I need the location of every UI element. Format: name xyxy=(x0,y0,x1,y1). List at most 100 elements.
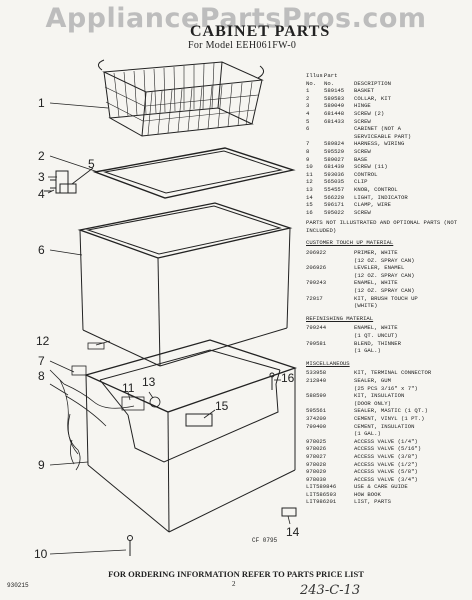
parts-list-header-2: No. No. DESCRIPTION xyxy=(306,80,468,88)
header-part: Part xyxy=(324,72,338,79)
part-description: (12 OZ. SPRAY CAN) xyxy=(354,271,415,279)
part-number: 978028 xyxy=(306,460,327,468)
part-description: CEMENT, VINYL (1 PT.) xyxy=(354,414,425,422)
part-description: (DOOR ONLY) xyxy=(354,399,391,407)
optional-sections: CUSTOMER TOUCH UP MATERIAL 206922 PRIMER, … xyxy=(306,239,468,506)
part-description: USE & CARE GUIDE xyxy=(354,483,408,491)
part-description: KIT, TERMINAL CONNECTOR xyxy=(354,369,432,377)
part-illus-no: 8 xyxy=(306,147,310,155)
part-row: 4 681448 SCREW (2) xyxy=(306,110,468,118)
header-part-no: No. xyxy=(324,79,335,87)
callout-1: 1 xyxy=(38,96,45,110)
part-description: PRIMER, WHITE xyxy=(354,249,398,257)
part-description: BASKET xyxy=(354,87,375,95)
section-row: (1 GAL.) xyxy=(306,430,468,438)
part-illus-no: 3 xyxy=(306,102,310,110)
part-number: 589145 xyxy=(324,87,345,95)
callout-6: 6 xyxy=(38,243,45,257)
not-illustrated-note: PARTS NOT ILLUSTRATED AND OPTIONAL PARTS… xyxy=(306,219,458,234)
part-number: 206926 xyxy=(306,264,327,272)
callout-8: 8 xyxy=(38,369,45,383)
part-description: ACCESS VALVE (1/2") xyxy=(354,460,418,468)
part-number: 206922 xyxy=(306,249,327,257)
part-number: 595529 xyxy=(324,147,345,155)
part-description: BASE xyxy=(354,155,368,163)
callout-3: 3 xyxy=(38,170,45,184)
part-number: LIT986201 xyxy=(306,498,337,506)
part-description: ACCESS VALVE (1/4") xyxy=(354,437,418,445)
part-description: (1 QT. UNCUT) xyxy=(354,332,398,339)
diagram-code: CF 0795 xyxy=(252,537,278,544)
part-number: 978026 xyxy=(306,445,327,453)
screws-drawing xyxy=(44,190,297,556)
part-number xyxy=(306,400,354,408)
part-description: CEMENT, INSULATION xyxy=(354,422,415,430)
callout-11: 11 xyxy=(122,381,135,395)
part-description: ACCESS VALVE (5/16") xyxy=(354,445,422,453)
part-number: 799581 xyxy=(306,339,327,347)
model-subtitle: For Model EEH061FW-0 xyxy=(188,40,297,51)
part-illus-no: 10 xyxy=(306,163,313,171)
section-heading: CUSTOMER TOUCH UP MATERIAL xyxy=(306,239,394,247)
part-description: (25 PCS 3/16" x 7") xyxy=(354,384,418,392)
part-number: 978029 xyxy=(306,468,327,476)
part-description: SEALER, GUM xyxy=(354,376,391,384)
part-description: CONTROL xyxy=(354,170,378,178)
section-heading: REFINISHING MATERIAL xyxy=(306,314,374,322)
part-description: (1 GAL.) xyxy=(354,430,381,438)
part-illus-no: 6 xyxy=(306,125,310,133)
part-number: 566220 xyxy=(324,193,345,201)
part-number xyxy=(306,257,354,265)
part-description: (WHITE) xyxy=(354,302,378,310)
part-description: HOW BOOK xyxy=(354,490,381,498)
part-number: 593036 xyxy=(324,170,345,178)
section-row: 206922 PRIMER, WHITE xyxy=(306,249,468,257)
section-row: 978026 ACCESS VALVE (5/16") xyxy=(306,445,468,453)
part-illus-no: 4 xyxy=(306,109,310,117)
part-number: 595561 xyxy=(306,407,327,415)
part-number xyxy=(306,302,354,310)
part-number: 681448 xyxy=(324,109,345,117)
part-description: SEALER, MASTIC (1 QT.) xyxy=(354,407,428,415)
part-row: SERVICEABLE PART) xyxy=(306,133,468,141)
section-heading: MISCELLANEOUS xyxy=(306,359,350,367)
part-description: KNOB, CONTROL xyxy=(354,185,398,193)
part-number: 799243 xyxy=(306,279,327,287)
part-number: 589583 xyxy=(324,94,345,102)
part-description: SCREW xyxy=(354,117,371,125)
part-description: (1 GAL.) xyxy=(354,347,381,355)
section-row: 72017 KIT, BRUSH TOUCH UP xyxy=(306,295,468,303)
part-description: CLAMP, WIRE xyxy=(354,201,391,209)
section-row: (12 OZ. SPRAY CAN) xyxy=(306,257,468,265)
page-number: 2 xyxy=(232,580,236,588)
part-description: SCREW (11) xyxy=(354,163,388,171)
part-description: COLLAR, KIT xyxy=(354,94,391,102)
part-description: ACCESS VALVE (3/8") xyxy=(354,452,418,460)
part-description: SCREW (2) xyxy=(354,109,385,117)
callout-13: 13 xyxy=(142,375,156,389)
header-description: DESCRIPTION xyxy=(354,79,391,87)
ordering-footer: FOR ORDERING INFORMATION REFER TO PARTS … xyxy=(108,569,364,579)
part-illus-no: 1 xyxy=(306,87,310,95)
part-description: KIT, BRUSH TOUCH UP xyxy=(354,294,418,302)
part-number: 589049 xyxy=(324,102,345,110)
section-row: 978028 ACCESS VALVE (1/2") xyxy=(306,461,468,469)
part-number: 681433 xyxy=(324,117,345,125)
part-number: 72017 xyxy=(306,294,323,302)
